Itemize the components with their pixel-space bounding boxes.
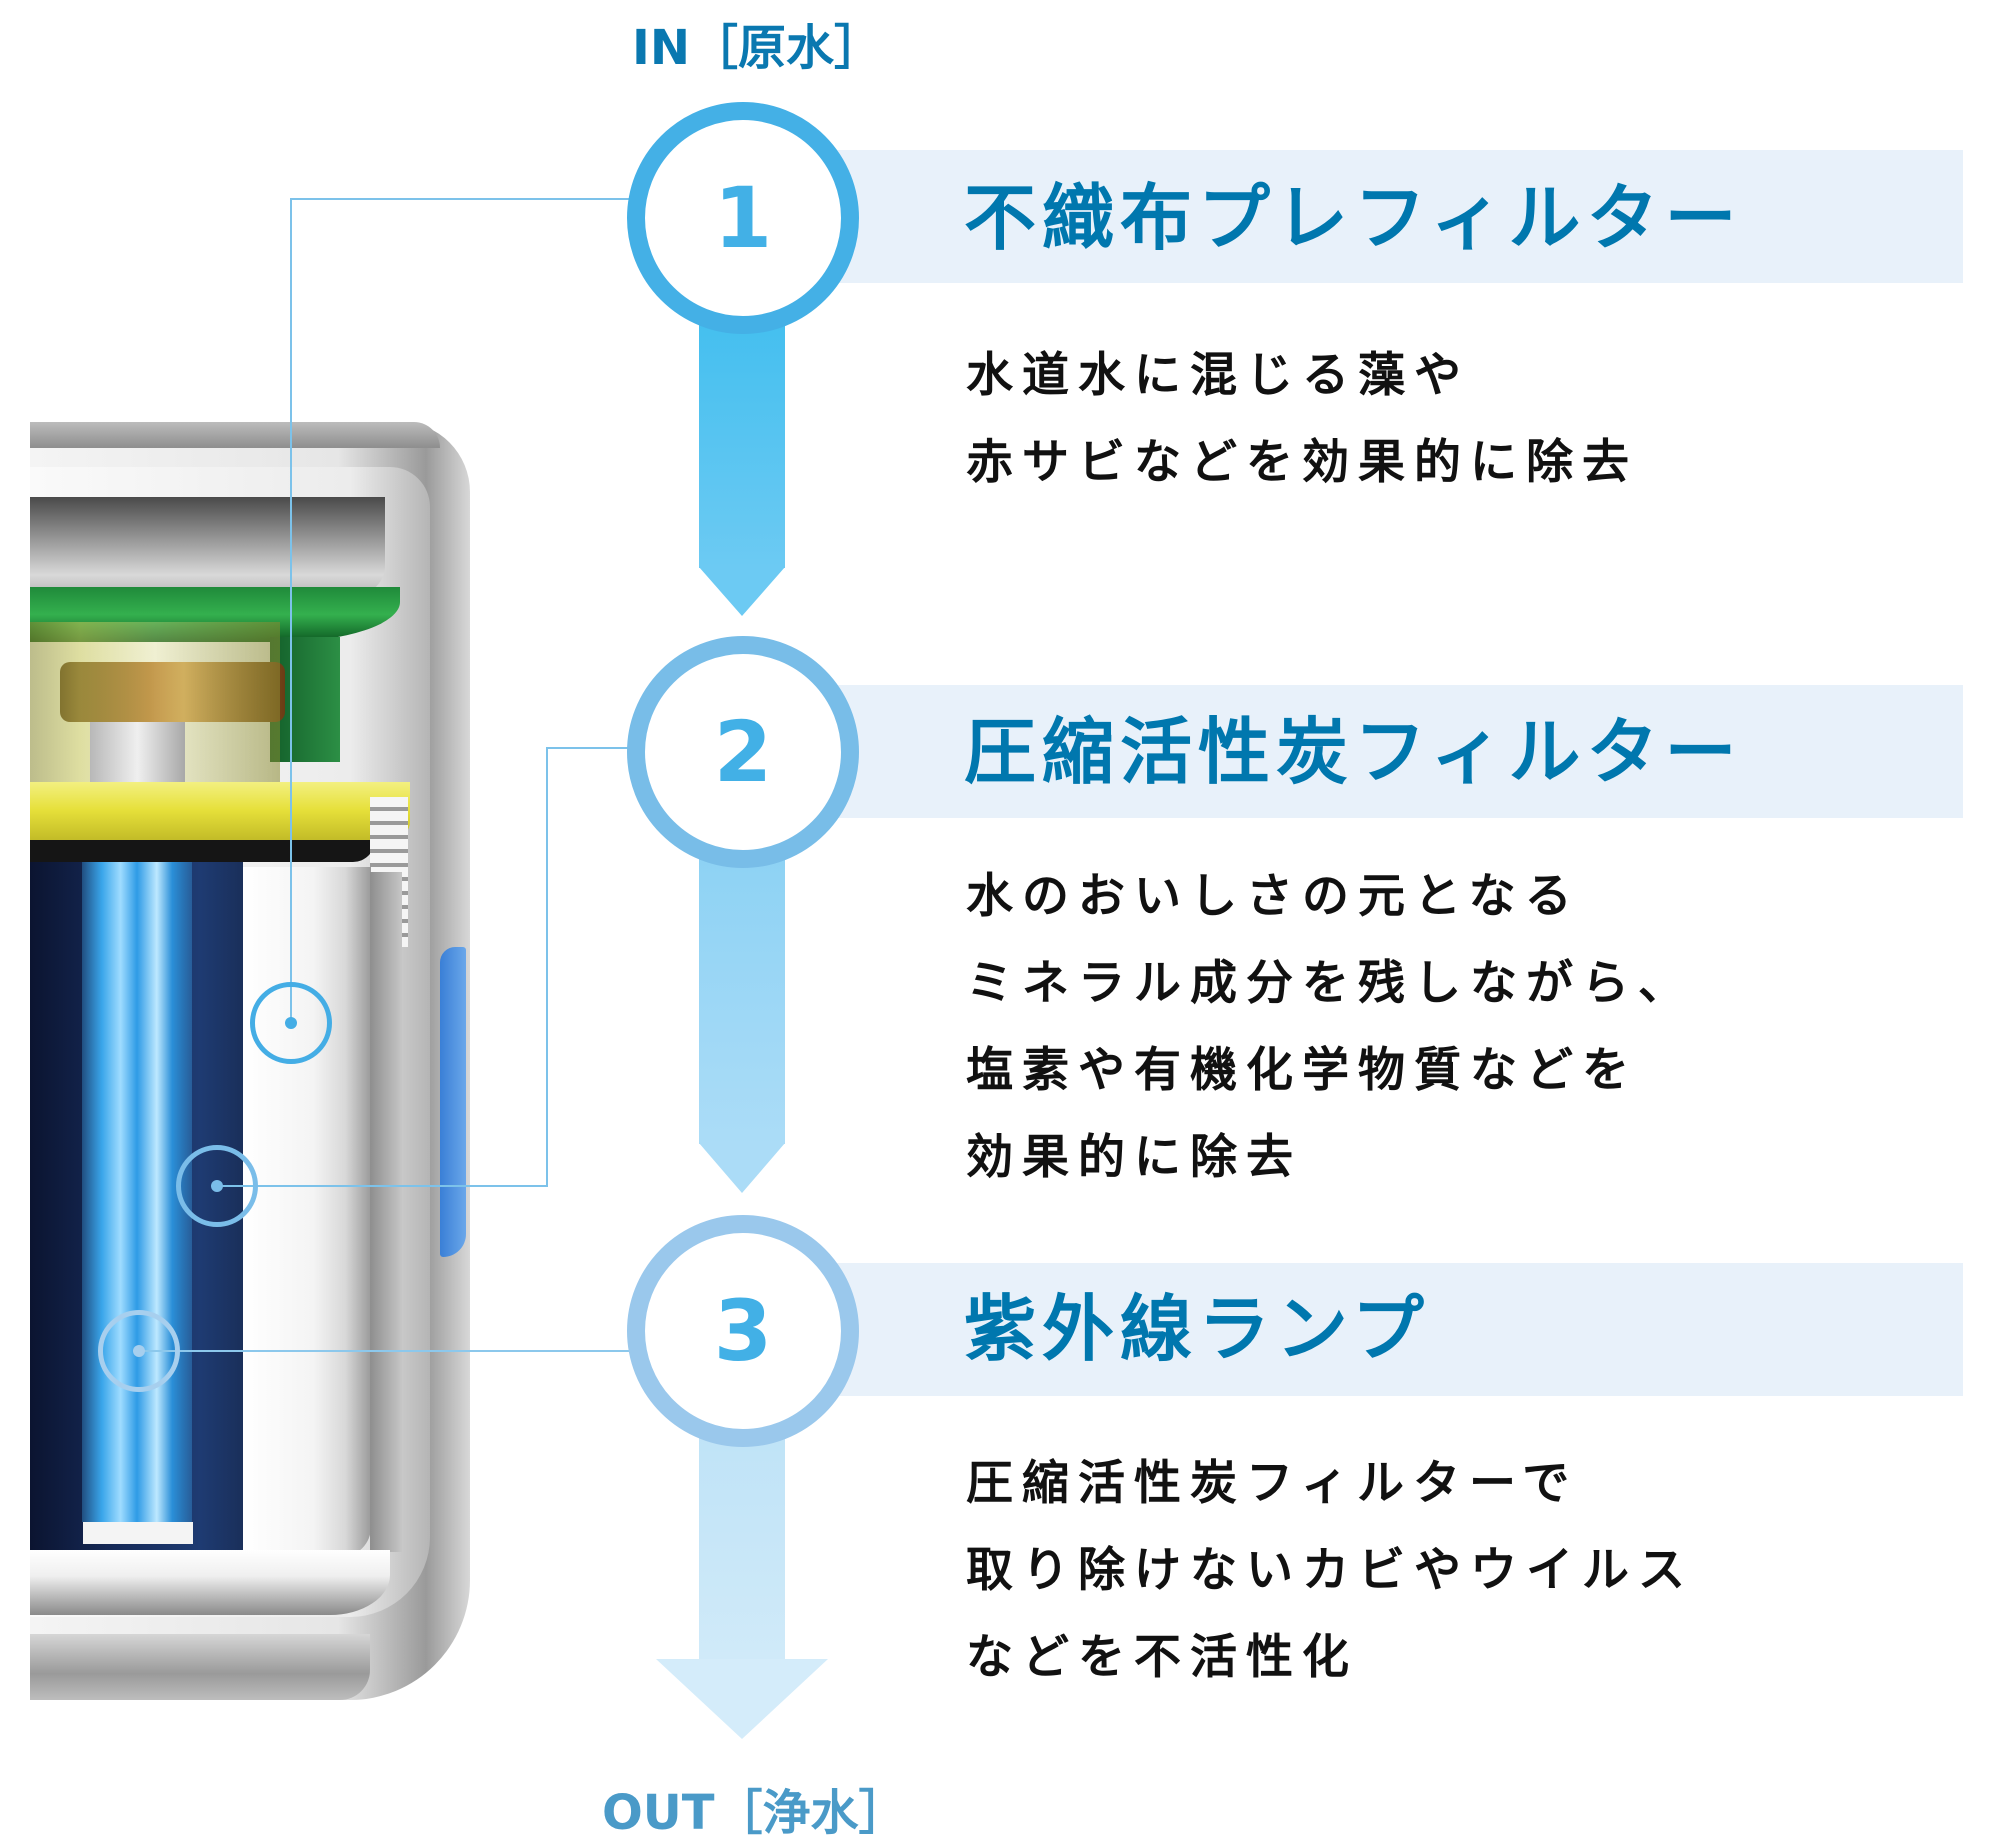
step-2-description: 水のおいしさの元となる ミネラル成分を残しながら、 塩素や有機化学物質などを 効… [966,853,1694,1201]
step-1-description: 水道水に混じる藻や 赤サビなどを効果的に除去 [966,332,1638,506]
flow-arrow-1-shaft [699,320,785,568]
step-3-description: 圧縮活性炭フィルターで 取り除けないカビやウイルス などを不活性化 [966,1440,1694,1701]
inlet-label: IN［原水］ [632,20,883,76]
flow-arrow-2-head [699,1143,785,1193]
black-o-ring [30,840,375,862]
step-2-description-line: 塩素や有機化学物質などを [966,1043,1638,1098]
pointer-dot-3 [133,1345,145,1357]
flow-arrow-3-head [656,1659,828,1739]
step-1-badge: 1 [627,102,859,334]
step-3-description-line: などを不活性化 [966,1630,1358,1685]
step-1-number: 1 [713,169,773,267]
leader-line-2-horizontal-bottom [217,1185,548,1187]
step-1-description-line: 水道水に混じる藻や [966,348,1470,403]
step-2-title: 圧縮活性炭フィルター [964,710,1743,794]
outlet-label: OUT［浄水］ [602,1785,907,1841]
pointer-ring-3 [98,1310,180,1392]
flow-arrow-2-shaft [699,850,785,1144]
bottom-cup [30,1550,390,1615]
step-2-badge: 2 [627,636,859,868]
uv-lamp-tube [82,862,192,1522]
leader-line-2-vertical [546,747,548,1187]
water-purifier-cutaway-illustration [30,422,500,1702]
pointer-dot-2 [211,1180,223,1192]
uv-lamp-base [83,1522,193,1544]
step-2-number: 2 [713,703,773,801]
flow-arrow-1-head [699,567,785,616]
shell-base [30,1634,370,1700]
step-3-description-line: 取り除けないカビやウイルス [966,1543,1694,1598]
blue-seal [440,947,466,1257]
leader-line-1-horizontal [291,198,629,200]
step-3-title: 紫外線ランプ [964,1287,1430,1371]
step-1-title: 不織布プレフィルター [964,176,1743,260]
filter-mesh [370,872,402,1552]
step-1-header-band [742,150,1963,283]
step-3-description-line: 圧縮活性炭フィルターで [966,1456,1579,1511]
pointer-dot-1 [285,1017,297,1029]
step-3-number: 3 [713,1282,773,1380]
pointer-ring-2 [176,1145,258,1227]
shell-top-band [30,422,440,448]
carbon-block-filter [243,867,371,1557]
step-2-header-band [742,685,1963,818]
pointer-ring-1 [250,982,332,1064]
step-2-description-line: 効果的に除去 [966,1130,1302,1185]
leader-line-1-vertical [290,198,292,1024]
step-3-header-band [742,1263,1963,1396]
step-2-description-line: ミネラル成分を残しながら、 [966,956,1694,1011]
flow-arrow-3-shaft [699,1430,785,1660]
step-3-badge: 3 [627,1215,859,1447]
leader-line-2-horizontal-top [547,747,629,749]
step-1-description-line: 赤サビなどを効果的に除去 [966,435,1638,490]
step-2-description-line: 水のおいしさの元となる [966,869,1581,924]
leader-line-3-horizontal [139,1350,629,1352]
